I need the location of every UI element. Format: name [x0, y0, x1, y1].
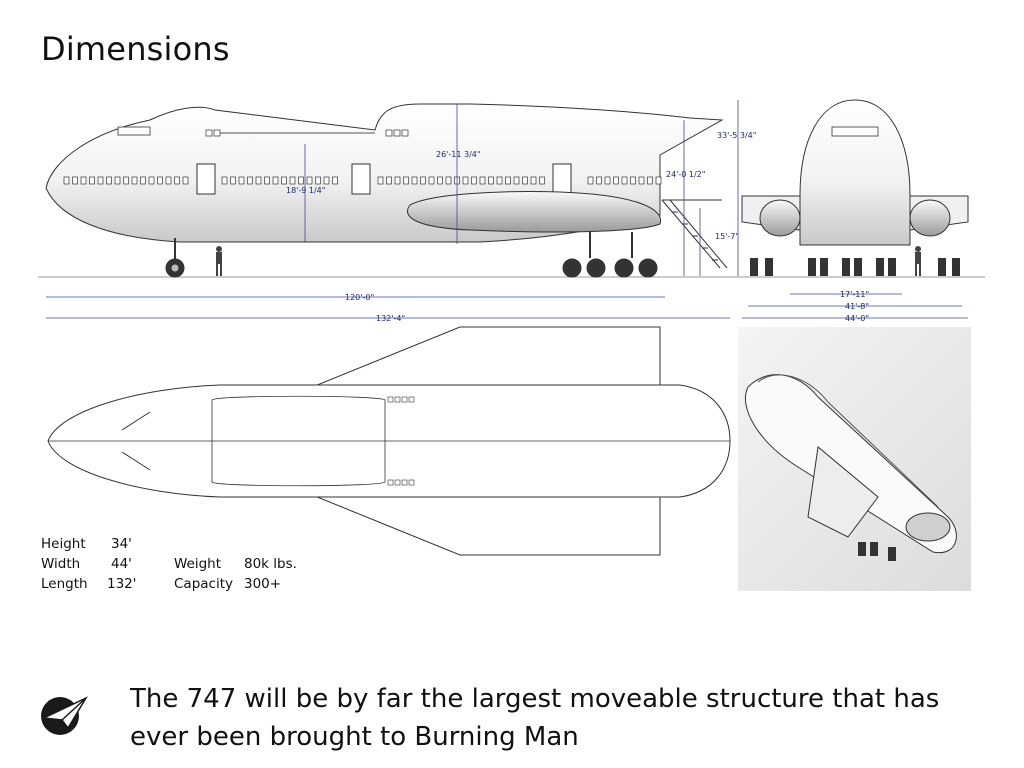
- dim-engine-height: 15'-7": [715, 232, 739, 241]
- cabin-window: [89, 176, 95, 185]
- cabin-window: [655, 176, 662, 185]
- cabin-window: [386, 176, 392, 185]
- cabin-window: [403, 176, 409, 185]
- cabin-window: [613, 176, 619, 185]
- cabin-window: [221, 176, 228, 185]
- cabin-window: [272, 176, 279, 185]
- cabin-window: [437, 176, 443, 185]
- cabin-window: [462, 176, 469, 185]
- cabin-window: [332, 176, 338, 185]
- cabin-window: [289, 176, 296, 185]
- spec-value: 132': [107, 576, 137, 592]
- cabin-window: [114, 176, 121, 185]
- cabin-window: [604, 176, 611, 185]
- top-view: [47, 326, 731, 556]
- dim-upper-deck-height: 26'-11 3/4": [436, 150, 481, 159]
- cabin-window: [238, 176, 245, 185]
- page-title: Dimensions: [41, 30, 230, 68]
- cabin-window: [621, 176, 628, 185]
- dim-tail-height: 33'-5 3/4": [717, 131, 756, 140]
- cabin-window: [323, 176, 330, 185]
- cabin-window: [428, 176, 435, 185]
- cabin-window: [165, 176, 172, 185]
- cabin-window: [539, 176, 545, 185]
- spec-value: 34': [111, 536, 132, 552]
- cabin-window: [522, 176, 528, 185]
- cabin-window: [394, 176, 401, 185]
- cabin-window: [97, 176, 104, 185]
- spec-label: Capacity: [174, 576, 233, 592]
- cabin-window: [315, 176, 321, 185]
- cabin-window: [377, 176, 384, 185]
- cabin-window: [513, 176, 520, 185]
- aircraft-3d-render: [744, 374, 957, 561]
- cabin-window: [123, 176, 129, 185]
- 3d-render-panel: [738, 327, 971, 591]
- cabin-window: [182, 176, 189, 185]
- cabin-window: [488, 176, 494, 185]
- dim-fuselage-length: 120'-0": [345, 293, 374, 302]
- cabin-window: [638, 176, 645, 185]
- cabin-window: [306, 176, 313, 185]
- cabin-window: [72, 176, 78, 185]
- cabin-window: [255, 176, 262, 185]
- side-view: [45, 103, 728, 278]
- cabin-window: [505, 176, 511, 185]
- paper-plane-icon: [38, 694, 88, 736]
- cabin-window: [298, 176, 304, 185]
- spec-label: Weight: [174, 556, 222, 572]
- dim-front-mid: 41'-8": [845, 302, 869, 311]
- cabin-window: [157, 176, 163, 185]
- cabin-window: [230, 176, 236, 185]
- cabin-window: [174, 176, 180, 185]
- cabin-window: [131, 176, 138, 185]
- spec-value: 300+: [244, 576, 282, 592]
- cabin-window: [479, 176, 486, 185]
- cabin-window: [411, 176, 418, 185]
- spec-label: Width: [41, 556, 81, 572]
- spec-label: Length: [41, 576, 88, 592]
- cabin-window: [63, 176, 70, 185]
- cabin-window: [596, 176, 602, 185]
- cabin-window: [471, 176, 477, 185]
- cabin-window: [247, 176, 253, 185]
- spec-label: Height: [41, 536, 86, 552]
- dim-front-gear: 17'-11": [840, 290, 869, 299]
- cabin-window: [630, 176, 636, 185]
- dim-total-length: 132'-4": [376, 314, 405, 323]
- cabin-window: [140, 176, 146, 185]
- cabin-window: [496, 176, 503, 185]
- cabin-window: [445, 176, 452, 185]
- cabin-window: [420, 176, 426, 185]
- cabin-window: [587, 176, 594, 185]
- dim-front-total: 44'-0": [845, 314, 869, 323]
- spec-value: 80k lbs.: [244, 556, 297, 572]
- cabin-window: [106, 176, 112, 185]
- cabin-window: [647, 176, 653, 185]
- cabin-window: [80, 176, 87, 185]
- cabin-window: [148, 176, 155, 185]
- cabin-window: [281, 176, 287, 185]
- cabin-window: [264, 176, 270, 185]
- front-view: [741, 99, 969, 276]
- cabin-window: [530, 176, 537, 185]
- dim-fuselage-height: 18'-9 1/4": [286, 186, 325, 195]
- dim-mid-height: 24'-0 1/2": [666, 170, 705, 179]
- spec-value: 44': [111, 556, 132, 572]
- footer-statement: The 747 will be by far the largest movea…: [130, 684, 940, 752]
